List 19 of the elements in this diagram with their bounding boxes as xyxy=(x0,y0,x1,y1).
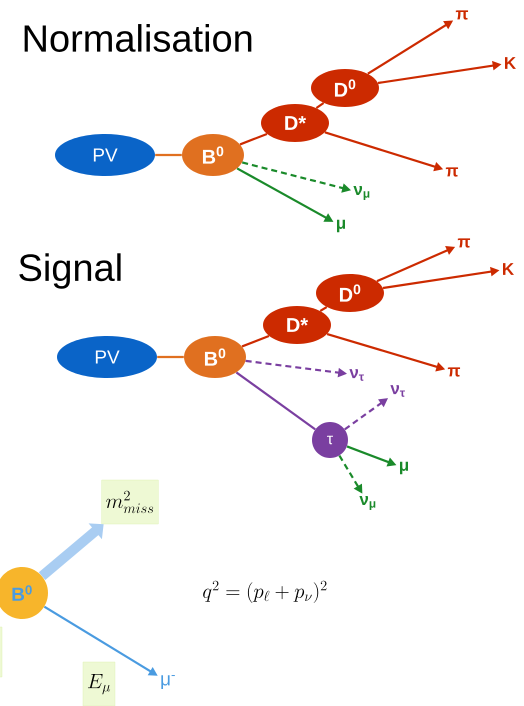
particle-label: K xyxy=(505,57,516,69)
variable-box: $E_{\mu}$ xyxy=(82,662,116,706)
particle-label: K xyxy=(503,263,514,275)
heading: Normalisation xyxy=(24,24,252,52)
particle-label: μ xyxy=(336,220,346,232)
particle-label: ν$_{μ}$ xyxy=(353,186,370,200)
particle-label: ν$_{τ}$ xyxy=(349,369,364,381)
particle-label: ν$_{μ}$ xyxy=(359,496,376,510)
heading: Signal xyxy=(19,253,121,289)
particle-label: μ$^{-}$ xyxy=(161,675,175,689)
particle-label: ν$_{τ}$ xyxy=(390,385,405,397)
formula: $q^{2} = (p_{\ell} + p_{\nu})^{2}$ xyxy=(203,580,326,603)
particle-label: π xyxy=(458,238,470,248)
particle-label: π xyxy=(448,367,460,377)
particle-label: π xyxy=(446,167,458,177)
partial-box xyxy=(0,626,2,678)
variable-box: $m^{2}_{miss}$ xyxy=(101,480,159,524)
particle-label: μ xyxy=(400,462,408,474)
particle-label: π xyxy=(456,10,468,20)
